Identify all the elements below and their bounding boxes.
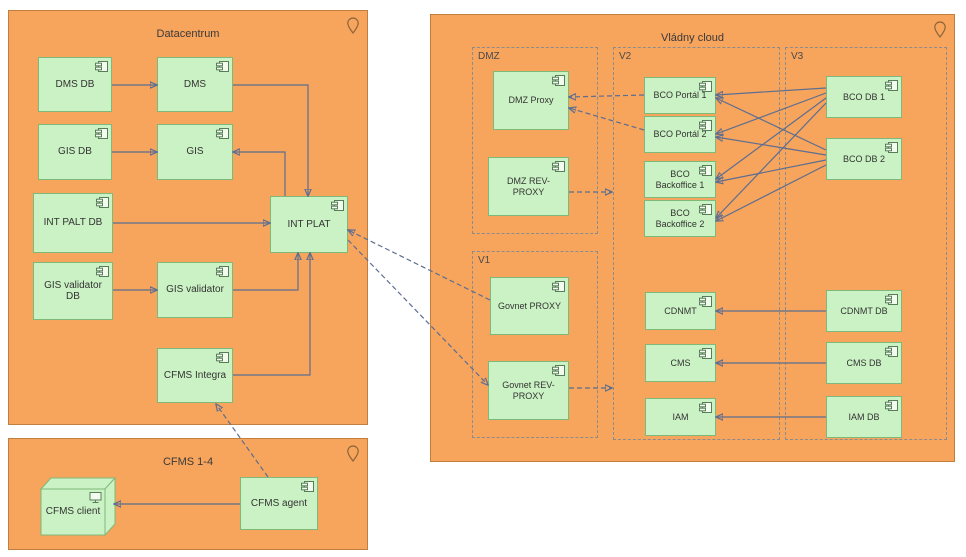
node-cms-db[interactable]: CMS DB [826,342,902,384]
node-label: CMS [670,357,691,368]
component-icon [699,120,712,131]
component-icon [216,266,229,277]
node-label: CMS DB [846,357,882,368]
component-icon [216,352,229,363]
node-label: BCO Backoffice 1 [655,169,705,190]
node-label: Govnet REV-PROXY [502,380,555,401]
node-bco-portal-1[interactable]: BCO Portál 1 [644,77,716,114]
node-gis-db[interactable]: GIS DB [38,124,112,180]
node-govnet-rev-proxy[interactable]: Govnet REV-PROXY [488,361,569,420]
node-dms[interactable]: DMS [157,57,233,112]
location-pin-icon [934,21,946,38]
component-icon [885,346,898,357]
node-iam[interactable]: IAM [645,398,716,436]
component-icon [331,200,344,211]
node-bco-db-2[interactable]: BCO DB 2 [826,138,902,180]
component-icon [699,402,712,413]
component-icon [699,348,712,359]
node-label: CFMS Integra [163,369,227,381]
node-label: IAM [672,411,689,422]
node-cdnmt[interactable]: CDNMT [645,292,716,330]
node-bco-portal-2[interactable]: BCO Portál 2 [644,116,716,153]
node-cdnmt-db[interactable]: CDNMT DB [826,290,902,332]
component-icon [699,204,712,215]
node-label: CFMS client [45,506,101,518]
component-icon [301,481,314,492]
group-label: V1 [478,255,491,266]
node-label: CDNMT DB [840,305,888,316]
node-label: DMZ REV-PROXY [506,176,550,197]
node-label: BCO DB 2 [842,153,885,164]
component-icon [552,75,565,86]
node-label: CFMS agent [250,497,308,509]
node-dms-db[interactable]: DMS DB [38,57,112,112]
node-govnet-proxy[interactable]: Govnet PROXY [490,277,569,335]
component-icon [95,128,108,139]
component-icon [699,81,712,92]
node-label: DMS DB [55,78,95,90]
group-label: DMZ [478,51,500,62]
component-icon [552,281,565,292]
node-label: GIS validator DB [44,279,102,303]
node-bco-backoffice-2[interactable]: BCO Backoffice 2 [644,200,716,237]
group-label: V3 [791,51,804,62]
container-label: Vládny cloud [661,32,724,44]
node-cube-shape [40,476,116,536]
node-label: GIS validator [166,284,224,296]
node-label: INT PALT DB [43,217,103,229]
node-cfms-client[interactable]: CFMS client [40,476,116,536]
node-label: IAM DB [848,411,880,422]
node-label: DMZ Proxy [508,95,554,106]
node-label: DMS [183,78,207,90]
component-icon [552,365,565,376]
component-icon [216,128,229,139]
node-gis-validator[interactable]: GIS validator [157,262,233,318]
location-pin-icon [347,445,359,462]
node-label: Govnet PROXY [497,300,562,311]
node-iam-db[interactable]: IAM DB [826,396,902,438]
group-v3[interactable]: V3 [785,47,947,440]
node-label: BCO Portál 1 [653,90,707,101]
node-int-plat[interactable]: INT PLAT [270,196,348,253]
group-v2[interactable]: V2 [613,47,780,440]
node-gis-validator-db[interactable]: GIS validator DB [33,262,113,320]
node-int-palt-db[interactable]: INT PALT DB [33,193,113,253]
node-cfms-agent[interactable]: CFMS agent [240,477,318,530]
group-dmz[interactable]: DMZ [472,47,598,234]
component-icon [885,294,898,305]
node-cms[interactable]: CMS [645,344,716,382]
component-icon [96,266,109,277]
node-cfms-integra[interactable]: CFMS Integra [157,348,233,403]
node-dmz-proxy[interactable]: DMZ Proxy [493,71,569,130]
component-icon [699,165,712,176]
node-label: CDNMT [664,305,697,316]
container-label: Datacentrum [156,28,220,40]
component-icon [885,400,898,411]
component-icon [885,142,898,153]
node-dmz-rev-proxy[interactable]: DMZ REV-PROXY [488,157,569,216]
component-icon [96,197,109,208]
node-label: BCO Backoffice 2 [655,208,705,229]
component-icon [95,61,108,72]
node-label: GIS [186,146,204,158]
node-label: GIS DB [58,146,92,158]
component-icon [699,296,712,307]
node-label: BCO DB 1 [842,91,885,102]
node-gis[interactable]: GIS [157,124,233,180]
component-icon [552,161,565,172]
node-label: INT PLAT [287,218,331,230]
node-bco-backoffice-1[interactable]: BCO Backoffice 1 [644,161,716,198]
location-pin-icon [347,17,359,34]
group-label: V2 [619,51,632,62]
component-icon [885,80,898,91]
node-bco-db-1[interactable]: BCO DB 1 [826,76,902,118]
monitor-icon [89,492,102,503]
container-label: CFMS 1-4 [162,456,214,468]
component-icon [216,61,229,72]
node-label: BCO Portál 2 [653,129,707,140]
